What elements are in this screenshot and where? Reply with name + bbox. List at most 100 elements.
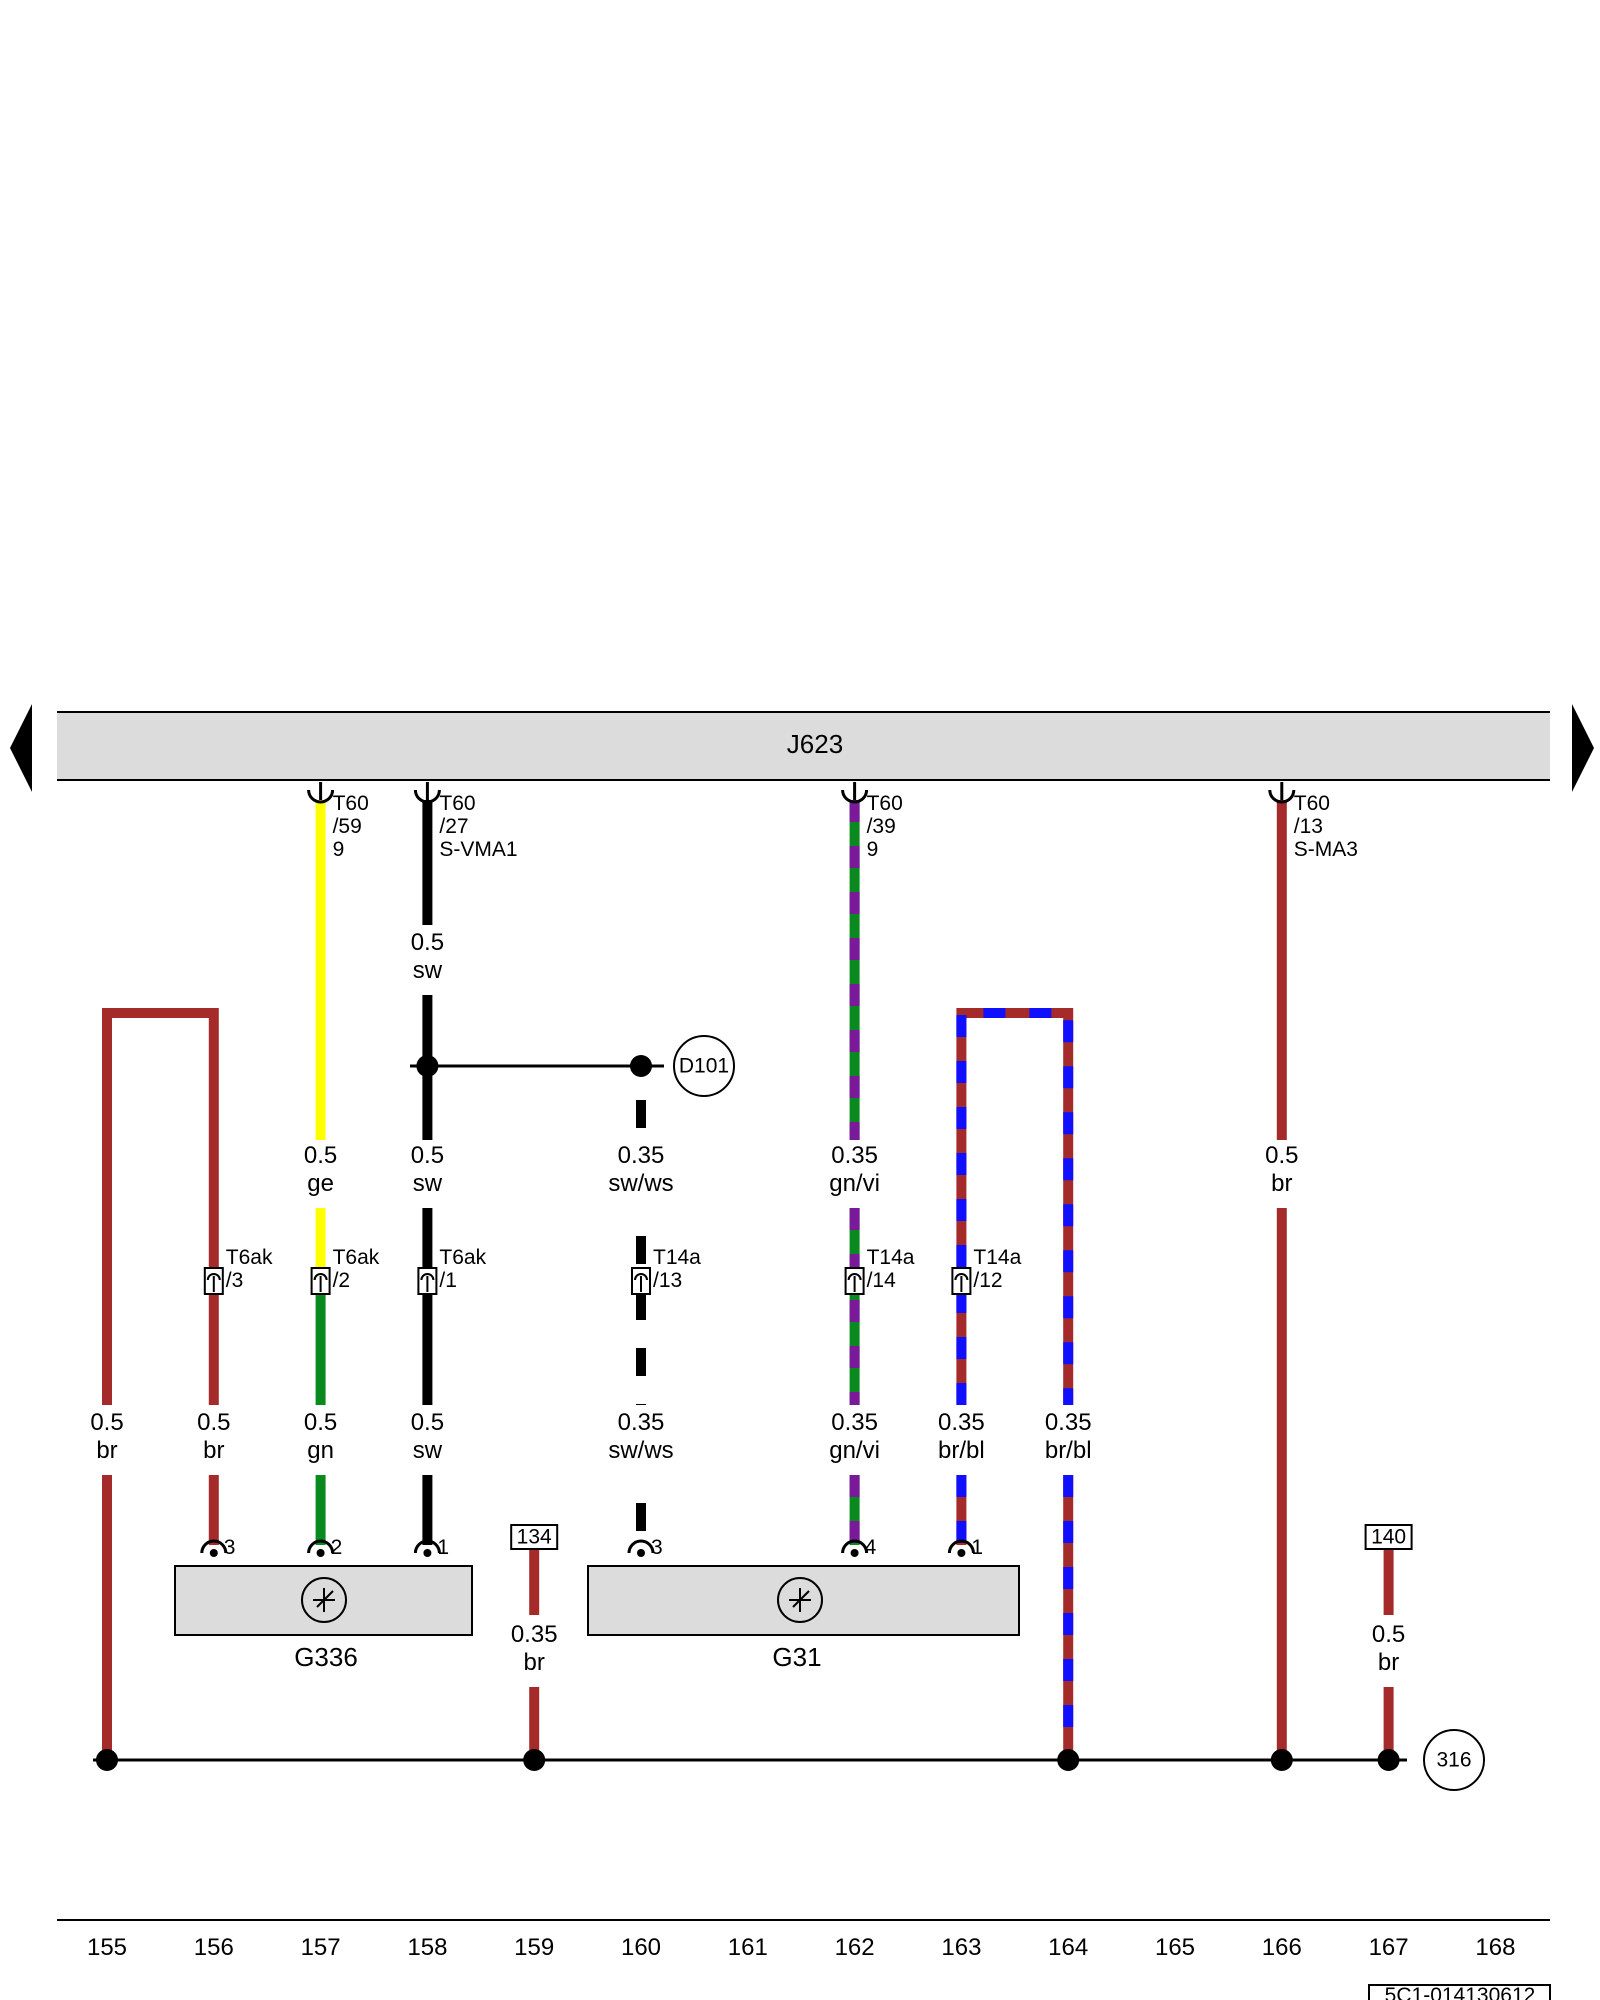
connector-pin-t6ak-3: /3	[226, 1269, 244, 1292]
connector-pin-t14a-14: /14	[867, 1269, 897, 1292]
ecu-pin-label-t60-27-2: S-VMA1	[439, 838, 517, 861]
wire-color-w155c: br	[96, 1437, 117, 1464]
wires-layer	[102, 800, 1394, 1760]
symbols-layer: D101316T60/599T60/27S-VMA1T60/399T60/13S…	[90, 782, 1485, 1791]
wire-size-w162b: 0.35	[831, 1142, 878, 1169]
column-number-167: 167	[1369, 1934, 1409, 1961]
wire-size-w159d: 0.35	[511, 1621, 558, 1648]
wire-size-w162c: 0.35	[831, 1409, 878, 1436]
connector-arc-t6ak-2	[313, 1273, 328, 1281]
column-number-165: 165	[1155, 1934, 1195, 1961]
ecu-pin-label-t60-39-1: /39	[867, 815, 896, 838]
wire-color-w160b: sw/ws	[608, 1170, 673, 1197]
component-pin-g31-1	[947, 1539, 975, 1557]
prev-page-arrow-icon[interactable]	[10, 704, 32, 792]
wire-color-w162b: gn/vi	[829, 1170, 880, 1197]
ground-316-label: 316	[1436, 1749, 1471, 1772]
ecu-pin-label-t60-39-2: 9	[867, 838, 879, 861]
component-pin-g336-2-dot	[316, 1549, 325, 1557]
connector-arc-t6ak-3	[206, 1273, 221, 1281]
wire-size-w164c: 0.35	[1045, 1409, 1092, 1436]
connector-pin-t14a-13: /13	[653, 1269, 682, 1292]
ground-d101-label: D101	[679, 1055, 729, 1078]
doc-id: 5C1-014130612	[1385, 1984, 1536, 2000]
connector-t6ak-1: T6ak/1	[417, 1246, 487, 1295]
splice-node-158	[416, 1055, 439, 1077]
sensor-symbol-icon	[301, 1577, 347, 1623]
ground-node-159	[523, 1749, 546, 1771]
connector-t6ak-2: T6ak/2	[310, 1246, 380, 1295]
wire-size-w157b: 0.5	[304, 1142, 337, 1169]
ecu-pin-t60-13-arc	[1268, 789, 1296, 804]
connector-arc-t14a-13	[634, 1273, 648, 1281]
wire-color-w164c: br/bl	[1045, 1437, 1092, 1464]
column-number-158: 158	[407, 1934, 447, 1961]
component-pin-g336-2	[307, 1539, 335, 1557]
ecu-pin-t60-59	[307, 782, 335, 804]
ground-node-164	[1057, 1749, 1080, 1771]
ecu-pin-label-t60-59-2: 9	[333, 838, 345, 861]
component-pin-num-g31-3: 3	[651, 1536, 663, 1559]
connector-t14a-12: T14a/12	[951, 1246, 1022, 1295]
sensor-symbol-icon	[777, 1577, 823, 1623]
column-number-166: 166	[1262, 1934, 1302, 1961]
component-label-g31: G31	[772, 1642, 821, 1672]
component-pin-g336-1-dot	[423, 1549, 432, 1557]
wire-size-w166b: 0.5	[1265, 1142, 1298, 1169]
wire-color-w158a: sw	[413, 957, 443, 984]
wire-color-w162c: gn/vi	[829, 1437, 880, 1464]
ecu-pin-t60-13	[1268, 782, 1296, 804]
sensor-symbol-d	[316, 1590, 334, 1608]
reference-box-ref-134	[510, 1524, 559, 1550]
wire-size-w155c: 0.5	[90, 1409, 123, 1436]
wire-color-w158b: sw	[413, 1170, 443, 1197]
ecu-pin-label-t60-13-0: T60	[1294, 792, 1330, 815]
connector-name-t14a-13: T14a	[653, 1246, 701, 1269]
next-page-arrow-icon[interactable]	[1572, 704, 1594, 792]
wire-color-w163c: br/bl	[938, 1437, 985, 1464]
component-pin-num-g31-4: 4	[865, 1536, 877, 1559]
wire-size-w160c: 0.35	[618, 1409, 665, 1436]
wire-color-w160c: sw/ws	[608, 1437, 673, 1464]
ground-node-167	[1377, 1749, 1400, 1771]
wire-color-w157c: gn	[307, 1437, 334, 1464]
wire-loop-155-156	[102, 1008, 219, 1405]
connector-name-t14a-14: T14a	[867, 1246, 915, 1269]
wire-size-w158c: 0.5	[411, 1409, 444, 1436]
ecu-pin-label-t60-59-0: T60	[333, 792, 369, 815]
component-pin-g31-3-dot	[637, 1549, 645, 1557]
ecu-body	[57, 712, 1550, 780]
ecu-pin-label-t60-27-0: T60	[439, 792, 475, 815]
doc-id-frame	[1368, 1984, 1551, 2000]
connector-name-t14a-12: T14a	[973, 1246, 1021, 1269]
wire-size-w160b: 0.35	[618, 1142, 665, 1169]
component-pin-g336-2-arc	[307, 1539, 335, 1554]
component-pin-g336-3-dot	[209, 1549, 218, 1557]
wire-loop-163-164-stripe	[956, 1008, 1074, 1405]
connector-name-t6ak-2: T6ak	[333, 1246, 380, 1269]
ground-316-circle	[1423, 1729, 1485, 1791]
wire-color-w157b: ge	[307, 1170, 334, 1197]
splice-node-160	[630, 1055, 652, 1077]
component-pin-g31-4-dot	[850, 1549, 859, 1557]
wire-color-w167d: br	[1378, 1649, 1399, 1676]
connector-name-t6ak-3: T6ak	[226, 1246, 273, 1269]
ecu-pin-label-t60-59-1: /59	[333, 815, 362, 838]
column-number-162: 162	[835, 1934, 875, 1961]
connector-arc-t14a-12	[954, 1273, 969, 1281]
ecu-j623: J623	[57, 711, 1550, 781]
column-number-159: 159	[514, 1934, 554, 1961]
column-number-155: 155	[87, 1934, 127, 1961]
column-number-161: 161	[728, 1934, 768, 1961]
ground-d101-circle	[673, 1035, 735, 1097]
component-pin-g31-3-arc	[627, 1539, 655, 1554]
component-pin-g31-3	[627, 1539, 655, 1557]
ecu-pin-label-t60-27-1: /27	[439, 815, 468, 838]
wire-color-w158c: sw	[413, 1437, 443, 1464]
component-pin-g336-3-arc	[200, 1539, 228, 1554]
connector-name-t6ak-1: T6ak	[439, 1246, 486, 1269]
